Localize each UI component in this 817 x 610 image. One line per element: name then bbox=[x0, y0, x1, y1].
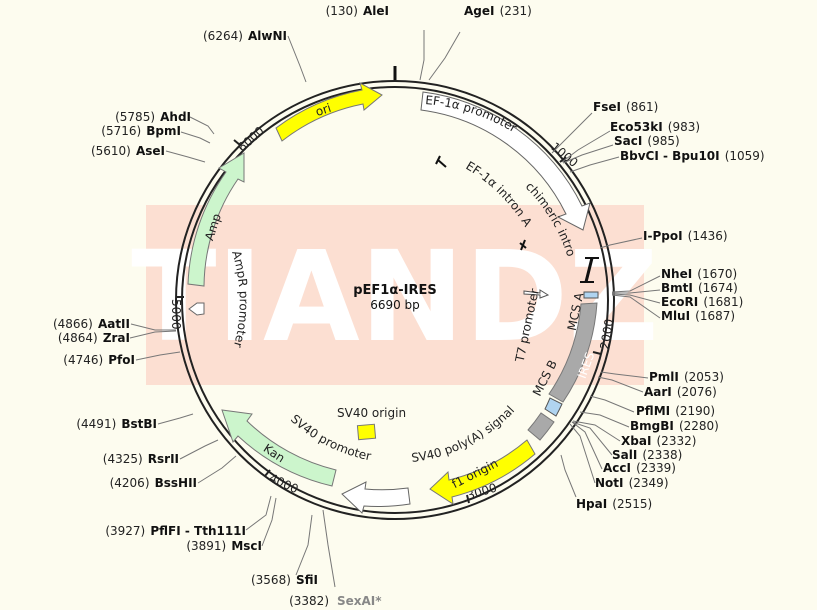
site-sfii: (3568) SfiI bbox=[251, 569, 318, 588]
site-eco53ki: Eco53kI (983) bbox=[610, 116, 700, 135]
site-ahdi: (5785) AhdI bbox=[115, 106, 191, 125]
backbone-inner bbox=[181, 86, 609, 514]
site-bmgbi: BmgBI (2280) bbox=[630, 415, 719, 434]
tick-2000: 2000 bbox=[597, 318, 616, 351]
site-sexai-name: SexAI* bbox=[337, 594, 382, 608]
mcs-b-marker bbox=[544, 397, 563, 417]
tick-6000: 6000 bbox=[235, 124, 267, 155]
ef1a-promoter-label: EF-1α promoter bbox=[425, 93, 520, 135]
plasmid-name: pEF1α-IRES bbox=[353, 283, 437, 298]
site-pflmi: PflMI (2190) bbox=[636, 400, 715, 419]
scale-ticks bbox=[176, 139, 602, 504]
restriction-sites: (130) AleI AgeI (231) FseI (861) Eco53kI… bbox=[53, 0, 765, 608]
sv40-polya-label: SV40 poly(A) signal bbox=[411, 403, 517, 465]
plasmid-size: 6690 bp bbox=[370, 298, 420, 312]
site-mlui: MluI (1687) bbox=[661, 305, 735, 324]
site-pflfi: (3927) PflFI - Tth111I bbox=[105, 520, 246, 539]
site-nhei: NheI (1670) bbox=[661, 263, 737, 282]
site-bmti: BmtI (1674) bbox=[661, 277, 738, 296]
site-asei: (5610) AseI bbox=[91, 140, 165, 159]
intron-markers bbox=[435, 155, 599, 283]
site-leaders bbox=[129, 30, 661, 588]
site-ippoi: I-PpoI (1436) bbox=[643, 225, 728, 244]
t7-promoter-arrow bbox=[523, 289, 550, 299]
site-aari: AarI (2076) bbox=[644, 381, 717, 400]
site-msci: (3891) MscI bbox=[186, 535, 262, 554]
site-ecori: EcoRI (1681) bbox=[661, 291, 743, 310]
site-saci: SacI (985) bbox=[614, 130, 680, 149]
backbone-outer bbox=[175, 80, 615, 520]
sv40-origin-label: SV40 origin bbox=[337, 406, 406, 420]
site-bsshii: (4206) BssHII bbox=[110, 472, 197, 491]
kan-feature: Kan bbox=[221, 409, 337, 487]
site-bpmi: (5716) BpmI bbox=[101, 120, 181, 139]
site-xbai: XbaI (2332) bbox=[621, 430, 696, 449]
site-alwni: (6264) AlwNI bbox=[203, 25, 287, 44]
watermark-text: TIANDZ bbox=[131, 225, 659, 370]
site-rsrii: (4325) RsrII bbox=[103, 448, 179, 467]
watermark: TIANDZ bbox=[131, 205, 659, 385]
site-bbvci: BbvCI - Bpu10I (1059) bbox=[620, 145, 765, 164]
tick-4000: 4000 bbox=[267, 471, 301, 497]
svg-text:EF-1α promoter: EF-1α promoter bbox=[425, 93, 520, 135]
site-pfoi: (4746) PfoI bbox=[63, 349, 135, 368]
mcs-b-block bbox=[527, 412, 555, 441]
site-noti: NotI (2349) bbox=[595, 472, 669, 491]
sv40-origin: SV40 origin bbox=[337, 406, 406, 441]
tick-5000: 5000 bbox=[169, 299, 183, 330]
site-bstbi: (4491) BstBI bbox=[76, 413, 157, 432]
ori-label: ori bbox=[314, 101, 333, 119]
site-agei: AgeI (231) bbox=[464, 0, 532, 19]
svg-text:SV40 poly(A) signal: SV40 poly(A) signal bbox=[411, 403, 517, 465]
site-hpai: HpaI (2515) bbox=[576, 493, 652, 512]
site-sexai-pos: (3382) bbox=[289, 594, 329, 608]
site-zrai: (4864) ZraI bbox=[58, 327, 130, 346]
site-sali: SalI (2338) bbox=[612, 444, 682, 463]
site-pmli: PmlI (2053) bbox=[649, 366, 724, 385]
site-fsei: FseI (861) bbox=[593, 96, 658, 115]
site-acci: AccI (2339) bbox=[603, 457, 676, 476]
ori-feature: ori bbox=[275, 81, 383, 142]
site-alei: (130) AleI bbox=[326, 0, 389, 19]
site-aatii: (4866) AatII bbox=[53, 313, 130, 332]
mcs-a-marker bbox=[583, 291, 599, 299]
